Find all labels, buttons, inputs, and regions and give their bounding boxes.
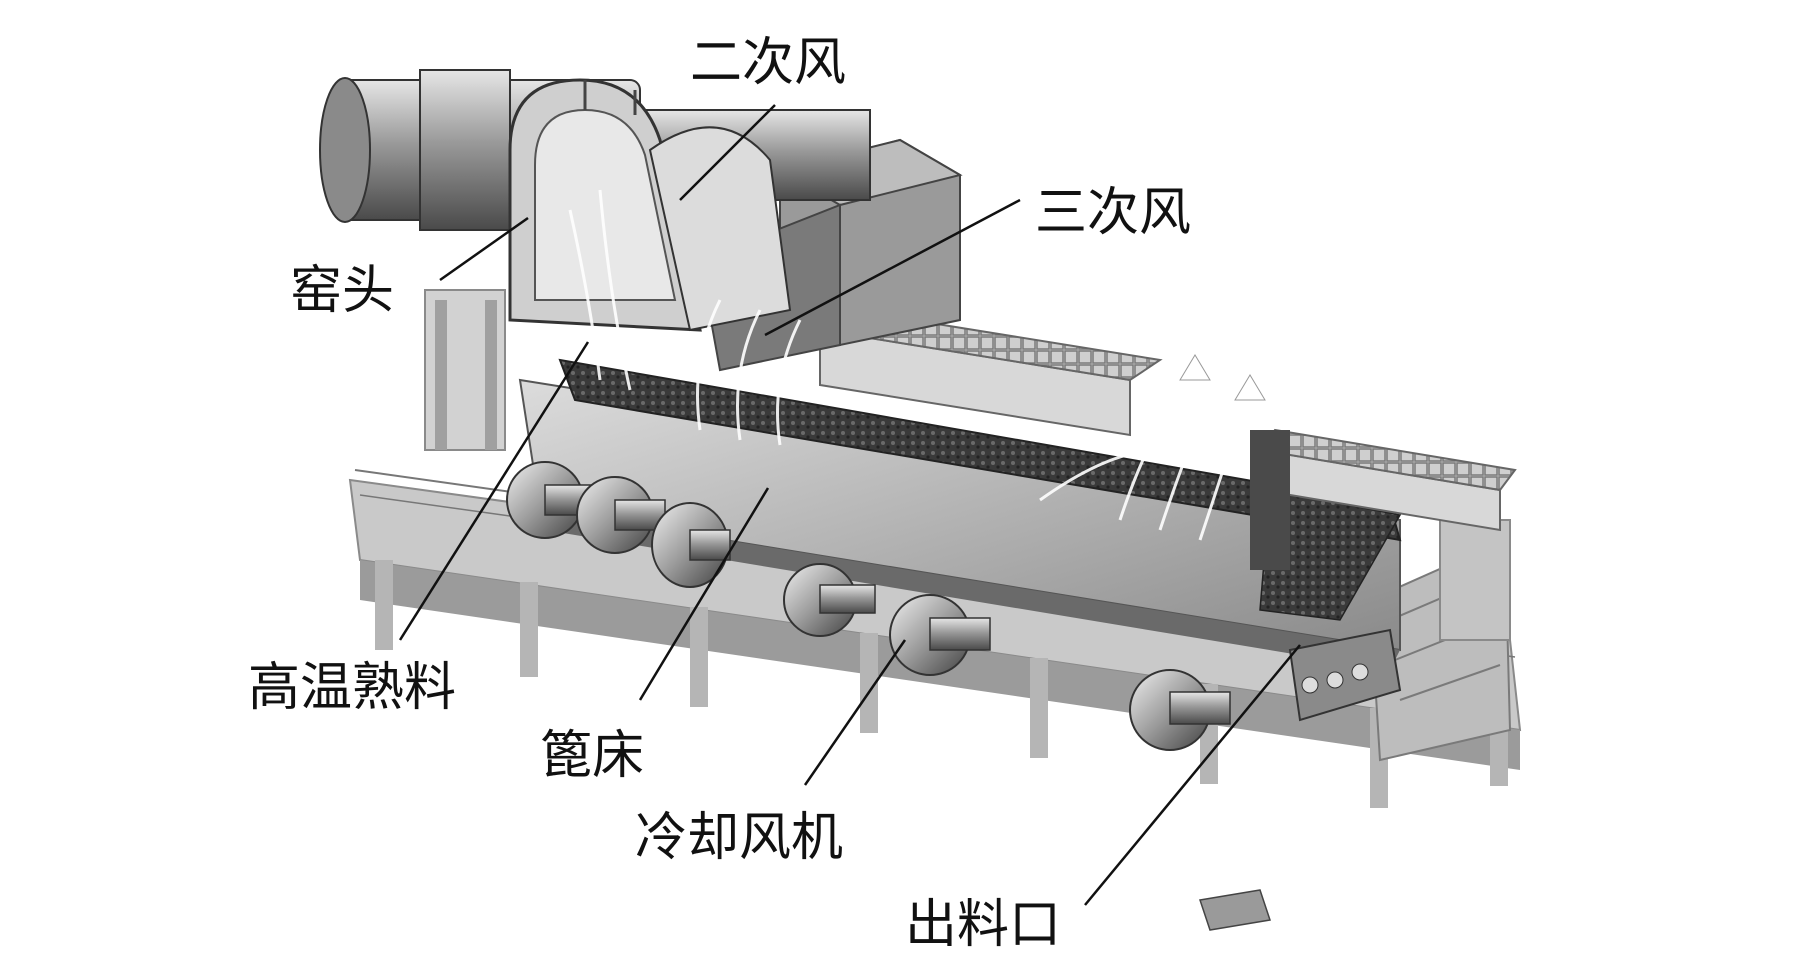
- leader-grate-bed: [638, 487, 770, 701]
- leader-kiln-head: [439, 216, 529, 282]
- label-tertiary-air: 三次风: [1035, 183, 1191, 243]
- label-secondary-air: 二次风: [690, 33, 846, 93]
- fan: [651, 502, 731, 588]
- fan: [506, 461, 596, 539]
- airflow-streams: [568, 189, 1256, 541]
- labels: 二次风 三次风 窑头 高温熟料 篦床 冷却风机 出料口: [248, 33, 1191, 955]
- leader-tertiary-air: [764, 198, 1021, 337]
- fan: [576, 476, 666, 554]
- leader-secondary-air: [679, 104, 776, 201]
- leader-lines: [398, 104, 1301, 906]
- cooling-fans: [506, 461, 1231, 751]
- fan: [1129, 669, 1231, 751]
- label-grate-bed: 篦床: [540, 726, 644, 786]
- kiln-head: [508, 78, 792, 332]
- airflow-arrows: [1179, 354, 1266, 401]
- leader-discharge-outlet: [1084, 644, 1301, 906]
- leader-hot-clinker: [398, 341, 590, 641]
- label-kiln-head: 窑头: [290, 261, 394, 321]
- label-hot-clinker: 高温熟料: [248, 658, 456, 718]
- label-cooling-fan: 冷却风机: [635, 808, 843, 868]
- fan: [889, 594, 991, 676]
- grate-bed: [558, 358, 1402, 621]
- fan: [783, 563, 876, 637]
- label-discharge-outlet: 出料口: [905, 895, 1061, 955]
- leader-cooling-fan: [803, 639, 907, 786]
- discharge-crusher: [1199, 628, 1402, 931]
